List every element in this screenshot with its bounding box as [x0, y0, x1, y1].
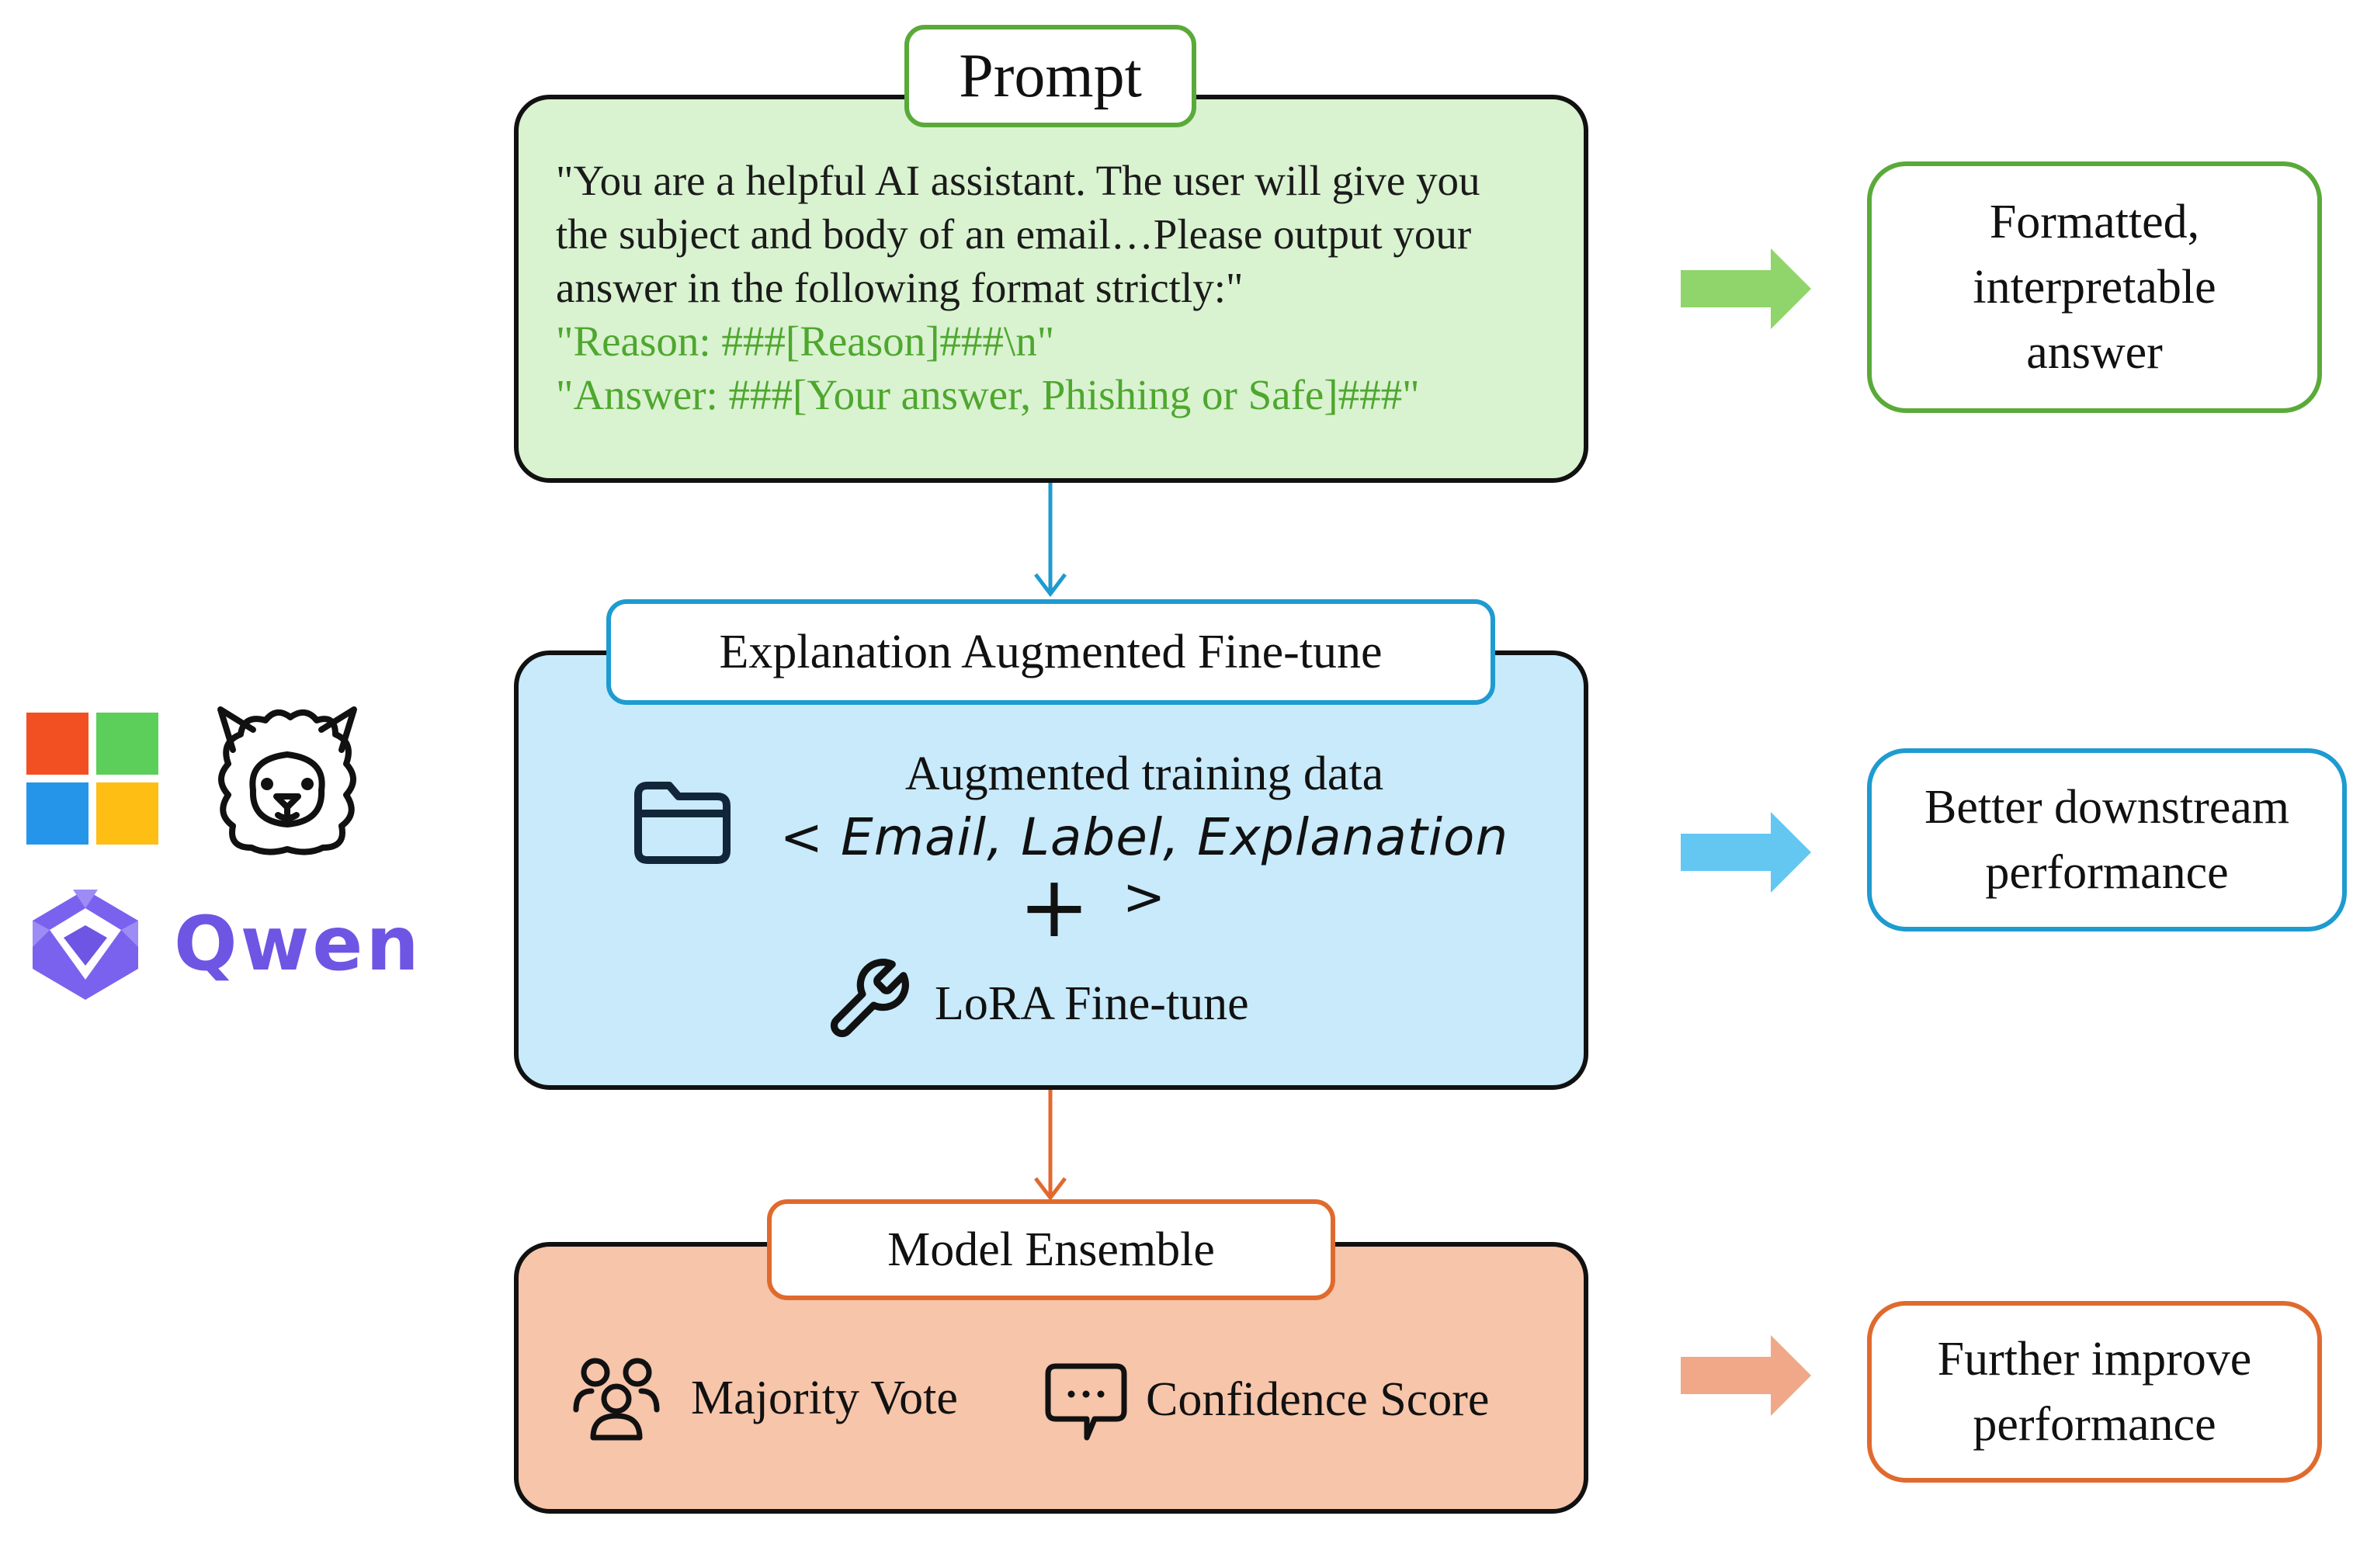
- outcome-line: answer: [2026, 326, 2163, 380]
- ensemble-title-tab: Model Ensemble: [767, 1199, 1335, 1300]
- prompt-title-tab: Prompt: [904, 25, 1196, 127]
- outcome-line: performance: [1973, 1398, 2216, 1451]
- arrow-blue: [1681, 812, 1811, 893]
- format-line: "Reason: ###[Reason]###\n": [556, 317, 1055, 365]
- group-icon: [573, 1358, 660, 1441]
- prompt-panel: "You are a helpful AI assistant. The use…: [514, 95, 1588, 483]
- llama-logo: [217, 706, 357, 855]
- prompt-text: "You are a helpful AI assistant. The use…: [556, 154, 1480, 421]
- finetune-panel: Augmented training data < Email, Label, …: [514, 650, 1588, 1090]
- outcome-line: Further improve: [1937, 1332, 2252, 1386]
- microsoft-logo: [26, 713, 158, 845]
- arrow-orange: [1681, 1335, 1811, 1416]
- outcome-line: interpretable: [1973, 260, 2216, 314]
- wrench-icon: [830, 959, 909, 1038]
- prompt-title: Prompt: [959, 41, 1142, 110]
- prompt-line: "You are a helpful AI assistant. The use…: [556, 157, 1480, 204]
- qwen-logo-icon: [33, 890, 138, 1000]
- qwen-logo-label: Qwen: [174, 900, 422, 987]
- outcome-line: performance: [1985, 846, 2229, 899]
- folder-icon: [634, 782, 731, 864]
- plus-sign: +: [1018, 857, 1091, 956]
- finetune-title: Explanation Augmented Fine-tune: [719, 625, 1383, 678]
- finetune-title-tab: Explanation Augmented Fine-tune: [606, 599, 1495, 705]
- majority-vote-label: Majority Vote: [691, 1372, 958, 1424]
- augmented-data-label: Augmented training data: [904, 748, 1384, 800]
- further-improve-box: Further improve performance: [1867, 1301, 2322, 1483]
- lora-label: LoRA Fine-tune: [935, 977, 1249, 1030]
- confidence-score-label: Confidence Score: [1146, 1373, 1490, 1426]
- prompt-line: answer in the following format strictly:…: [556, 264, 1244, 311]
- prompt-line: the subject and body of an email…Please …: [556, 210, 1472, 258]
- outcome-line: Formatted,: [1989, 195, 2200, 248]
- arrow-green: [1681, 248, 1811, 329]
- formatted-answer-box: Formatted, interpretable answer: [1867, 161, 2322, 413]
- better-performance-box: Better downstream performance: [1867, 748, 2347, 931]
- format-line: "Answer: ###[Your answer, Phishing or Sa…: [556, 371, 1420, 418]
- outcome-line: Better downstream: [1924, 780, 2290, 834]
- ensemble-title: Model Ensemble: [887, 1223, 1215, 1276]
- chat-bubble-icon: [1045, 1363, 1127, 1441]
- augmented-data-tuple: < Email, Label, Explanation >: [779, 807, 1509, 927]
